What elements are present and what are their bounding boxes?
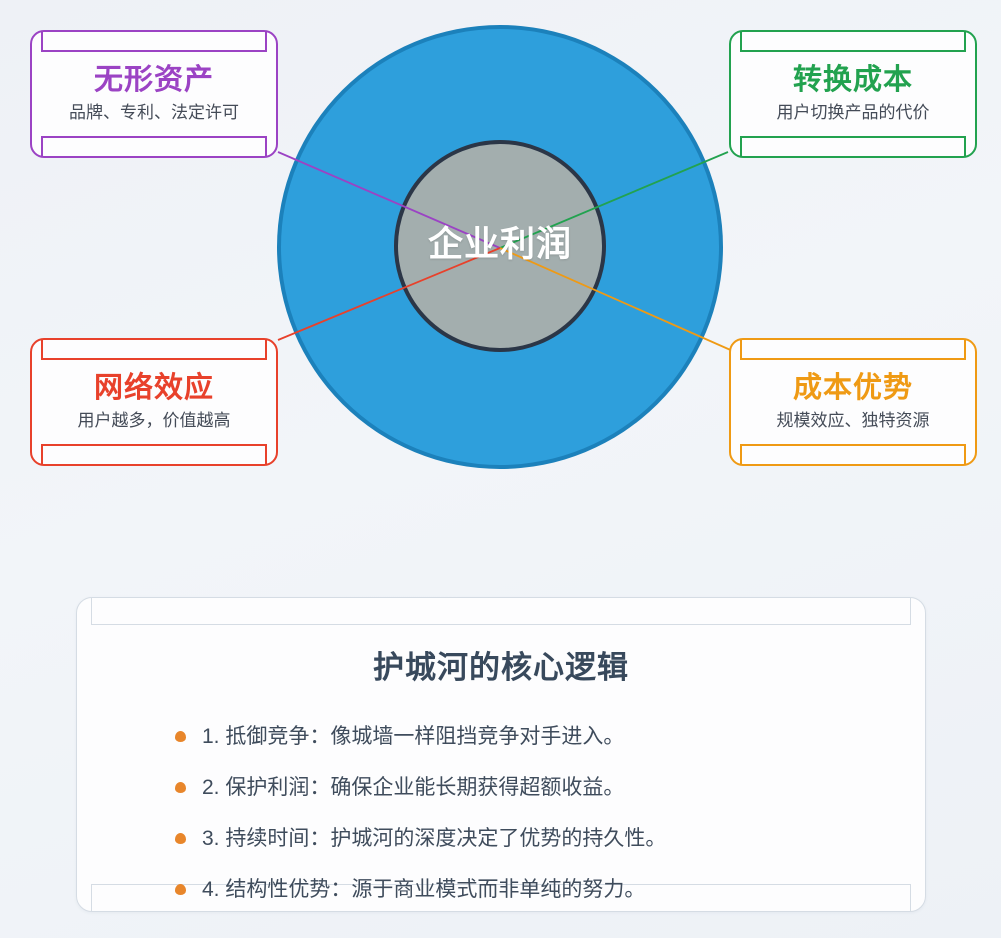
panel-frame-tick-top-right (910, 598, 911, 624)
card-frame-bar-bottom (41, 444, 267, 446)
card-frame-tick-bottom-left (41, 446, 43, 464)
card-frame-tick-bottom-right (265, 138, 267, 156)
card-frame-tick-top-left (740, 32, 742, 50)
panel-frame-bar-top (91, 624, 911, 625)
card-title: 无形资产 (93, 63, 214, 96)
card-switching-cost[interactable]: 转换成本 用户切换产品的代价 (729, 30, 977, 158)
card-frame-tick-top-right (265, 32, 267, 50)
list-item-text: 3. 持续时间：护城河的深度决定了优势的持久性。 (202, 826, 667, 850)
card-title: 成本优势 (792, 371, 913, 404)
card-frame-tick-bottom-right (964, 138, 966, 156)
card-title: 网络效应 (93, 371, 214, 404)
card-frame-bar-top (41, 50, 267, 52)
list-item: 3. 持续时间：护城河的深度决定了优势的持久性。 (117, 813, 885, 864)
bullet-diamond-icon (175, 884, 186, 895)
bullet-diamond-icon (175, 731, 186, 742)
list-item: 2. 保护利润：确保企业能长期获得超额收益。 (117, 762, 885, 813)
panel-frame-bar-bottom (91, 884, 911, 885)
list-item-text: 4. 结构性优势：源于商业模式而非单纯的努力。 (202, 877, 646, 901)
card-frame-tick-top-right (265, 340, 267, 358)
card-frame-bar-bottom (41, 136, 267, 138)
card-cost-advantage[interactable]: 成本优势 规模效应、独特资源 (729, 338, 977, 466)
card-frame-bar-top (740, 50, 966, 52)
card-intangible-assets[interactable]: 无形资产 品牌、专利、法定许可 (30, 30, 278, 158)
core-logic-panel: 护城河的核心逻辑 1. 抵御竞争：像城墙一样阻挡竞争对手进入。 2. 保护利润：… (76, 597, 926, 912)
bullet-diamond-icon (175, 782, 186, 793)
panel-frame-tick-top-left (91, 598, 92, 624)
card-frame-bar-bottom (740, 444, 966, 446)
center-label: 企业利润 (427, 225, 572, 264)
card-frame-tick-top-left (41, 32, 43, 50)
card-frame-tick-top-right (964, 32, 966, 50)
card-frame-tick-bottom-right (265, 446, 267, 464)
list-item: 4. 结构性优势：源于商业模式而非单纯的努力。 (117, 864, 885, 915)
logic-list: 1. 抵御竞争：像城墙一样阻挡竞争对手进入。 2. 保护利润：确保企业能长期获得… (117, 711, 885, 915)
moat-diagram: 企业利润 无形资产 品牌、专利、法定许可 转换成本 用户切换产品的代价 (30, 25, 977, 469)
card-network-effect[interactable]: 网络效应 用户越多，价值越高 (30, 338, 278, 466)
panel-frame-tick-bottom-left (91, 885, 92, 911)
card-subtitle: 用户越多，价值越高 (77, 410, 231, 430)
card-frame-tick-top-right (964, 340, 966, 358)
card-frame-tick-top-left (740, 340, 742, 358)
bullet-diamond-icon (175, 833, 186, 844)
card-title: 转换成本 (792, 63, 913, 96)
panel-title: 护城河的核心逻辑 (373, 650, 629, 685)
card-subtitle: 规模效应、独特资源 (776, 410, 930, 430)
card-frame-bar-top (41, 358, 267, 360)
card-frame-tick-bottom-right (964, 446, 966, 464)
card-frame-tick-bottom-left (740, 446, 742, 464)
card-frame-bar-bottom (740, 136, 966, 138)
card-frame-tick-bottom-left (41, 138, 43, 156)
card-frame-bar-top (740, 358, 966, 360)
card-frame-tick-bottom-left (740, 138, 742, 156)
panel-frame-tick-bottom-right (910, 885, 911, 911)
card-subtitle: 用户切换产品的代价 (776, 102, 930, 122)
list-item-text: 1. 抵御竞争：像城墙一样阻挡竞争对手进入。 (202, 724, 625, 748)
card-frame-tick-top-left (41, 340, 43, 358)
list-item-text: 2. 保护利润：确保企业能长期获得超额收益。 (202, 775, 625, 799)
list-item: 1. 抵御竞争：像城墙一样阻挡竞争对手进入。 (117, 711, 885, 762)
card-subtitle: 品牌、专利、法定许可 (69, 102, 239, 122)
